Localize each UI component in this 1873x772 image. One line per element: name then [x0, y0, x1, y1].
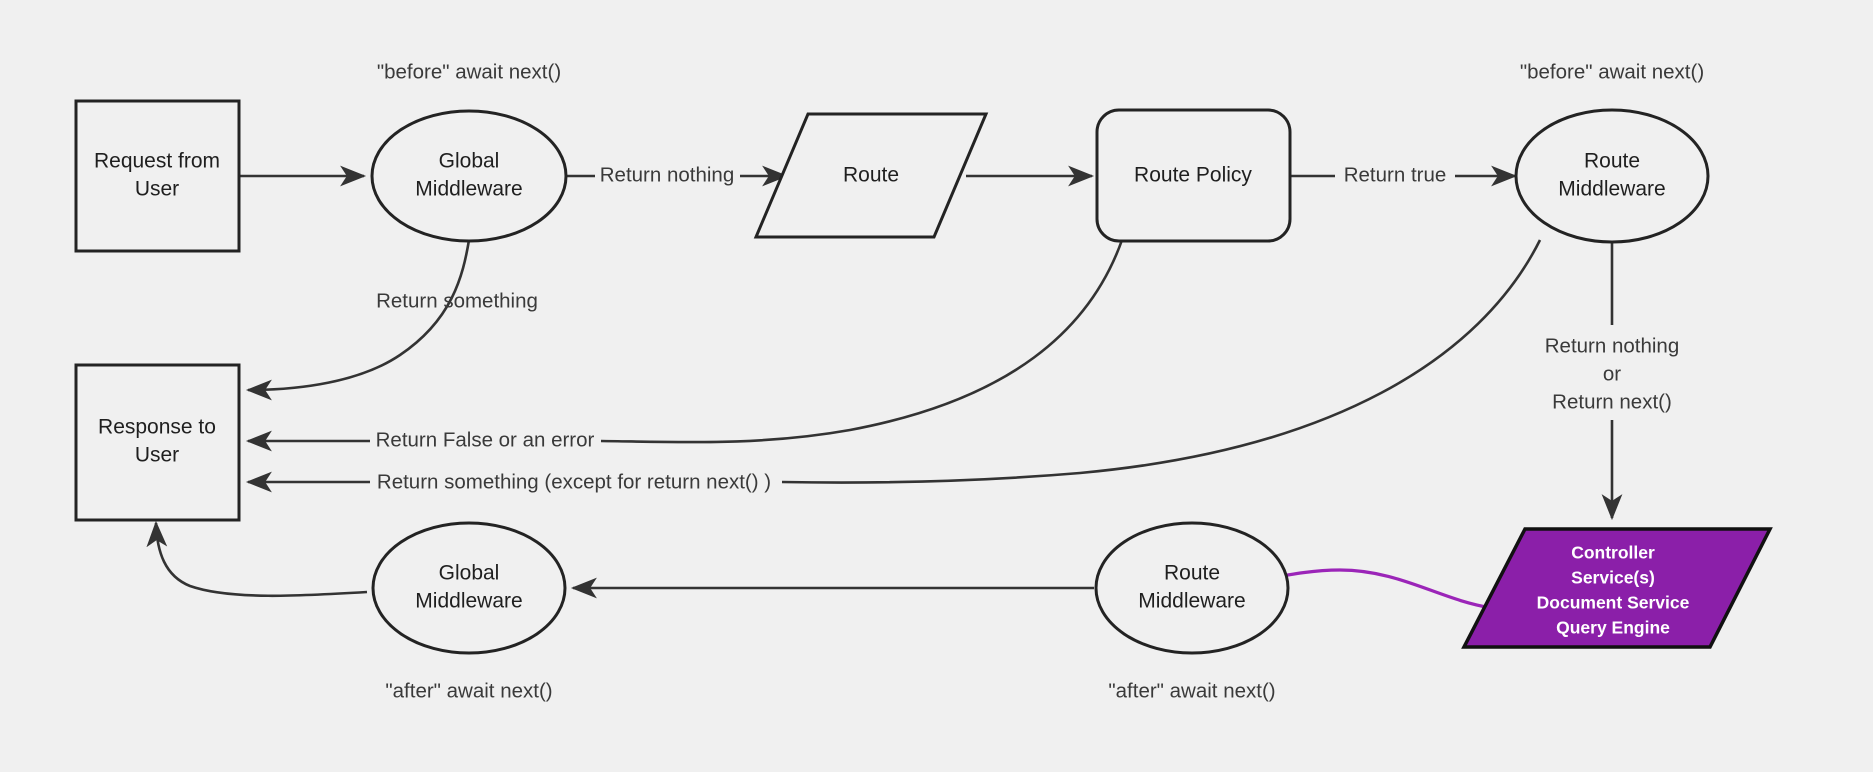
edge-label-return-true: Return true — [1344, 163, 1447, 186]
node-route-middleware-before-line1: Route — [1584, 150, 1640, 173]
edge-label-return-something-except: Return something (except for return next… — [377, 470, 771, 493]
node-route[interactable]: Route — [753, 112, 989, 239]
node-controller-line2: Service(s) — [1571, 568, 1655, 588]
node-route-label: Route — [843, 164, 899, 187]
node-global-middleware-before-line1: Global — [439, 150, 500, 173]
node-response-to-user[interactable]: Response to User — [74, 363, 241, 522]
node-controller-line3: Document Service — [1537, 593, 1690, 613]
node-controller-services[interactable]: Controller Service(s) Document Service Q… — [1461, 527, 1773, 649]
node-response-label-line1: Response to — [98, 416, 216, 439]
annotation-before-route-middleware: "before" await next() — [1520, 60, 1704, 83]
node-request-from-user[interactable]: Request from User — [74, 99, 241, 253]
node-route-middleware-after[interactable]: Route Middleware — [1094, 521, 1290, 655]
edge-route-middleware-return-something-except — [781, 239, 1542, 484]
node-controller-line4: Query Engine — [1556, 618, 1670, 638]
annotation-before-global-middleware: "before" await next() — [377, 60, 561, 83]
node-request-label-line2: User — [135, 178, 179, 201]
edge-label-return-false-or-error: Return False or an error — [376, 428, 595, 451]
edge-label-return-something: Return something — [376, 289, 538, 312]
node-request-label-line1: Request from — [94, 150, 220, 173]
edge-label-return-nothing-or-next-line2: or — [1603, 362, 1621, 385]
node-response-label-line2: User — [135, 444, 179, 467]
node-route-policy[interactable]: Route Policy — [1095, 108, 1292, 243]
node-route-middleware-after-line1: Route — [1164, 562, 1220, 585]
node-global-middleware-before-line2: Middleware — [415, 178, 522, 201]
node-controller-line1: Controller — [1571, 543, 1655, 563]
node-route-middleware-after-line2: Middleware — [1138, 590, 1245, 613]
edge-label-return-nothing-or-next-line3: Return next() — [1552, 390, 1672, 413]
node-route-middleware-before-line2: Middleware — [1558, 178, 1665, 201]
node-route-middleware-before[interactable]: Route Middleware — [1514, 108, 1710, 244]
node-route-policy-label: Route Policy — [1134, 164, 1252, 187]
edge-global-middleware-return-something — [245, 239, 471, 401]
node-global-middleware-after-line1: Global — [439, 562, 500, 585]
node-global-middleware-after-line2: Middleware — [415, 590, 522, 613]
edge-route-policy-return-false — [600, 239, 1124, 444]
node-global-middleware-before[interactable]: Global Middleware — [370, 109, 568, 243]
edge-label-return-nothing: Return nothing — [600, 163, 734, 186]
annotation-after-global-middleware: "after" await next() — [385, 679, 552, 702]
node-global-middleware-after[interactable]: Global Middleware — [371, 521, 567, 655]
edge-global-middleware-after-to-response — [146, 520, 368, 598]
annotation-after-route-middleware: "after" await next() — [1108, 679, 1275, 702]
edge-label-return-nothing-or-next-line1: Return nothing — [1545, 334, 1679, 357]
